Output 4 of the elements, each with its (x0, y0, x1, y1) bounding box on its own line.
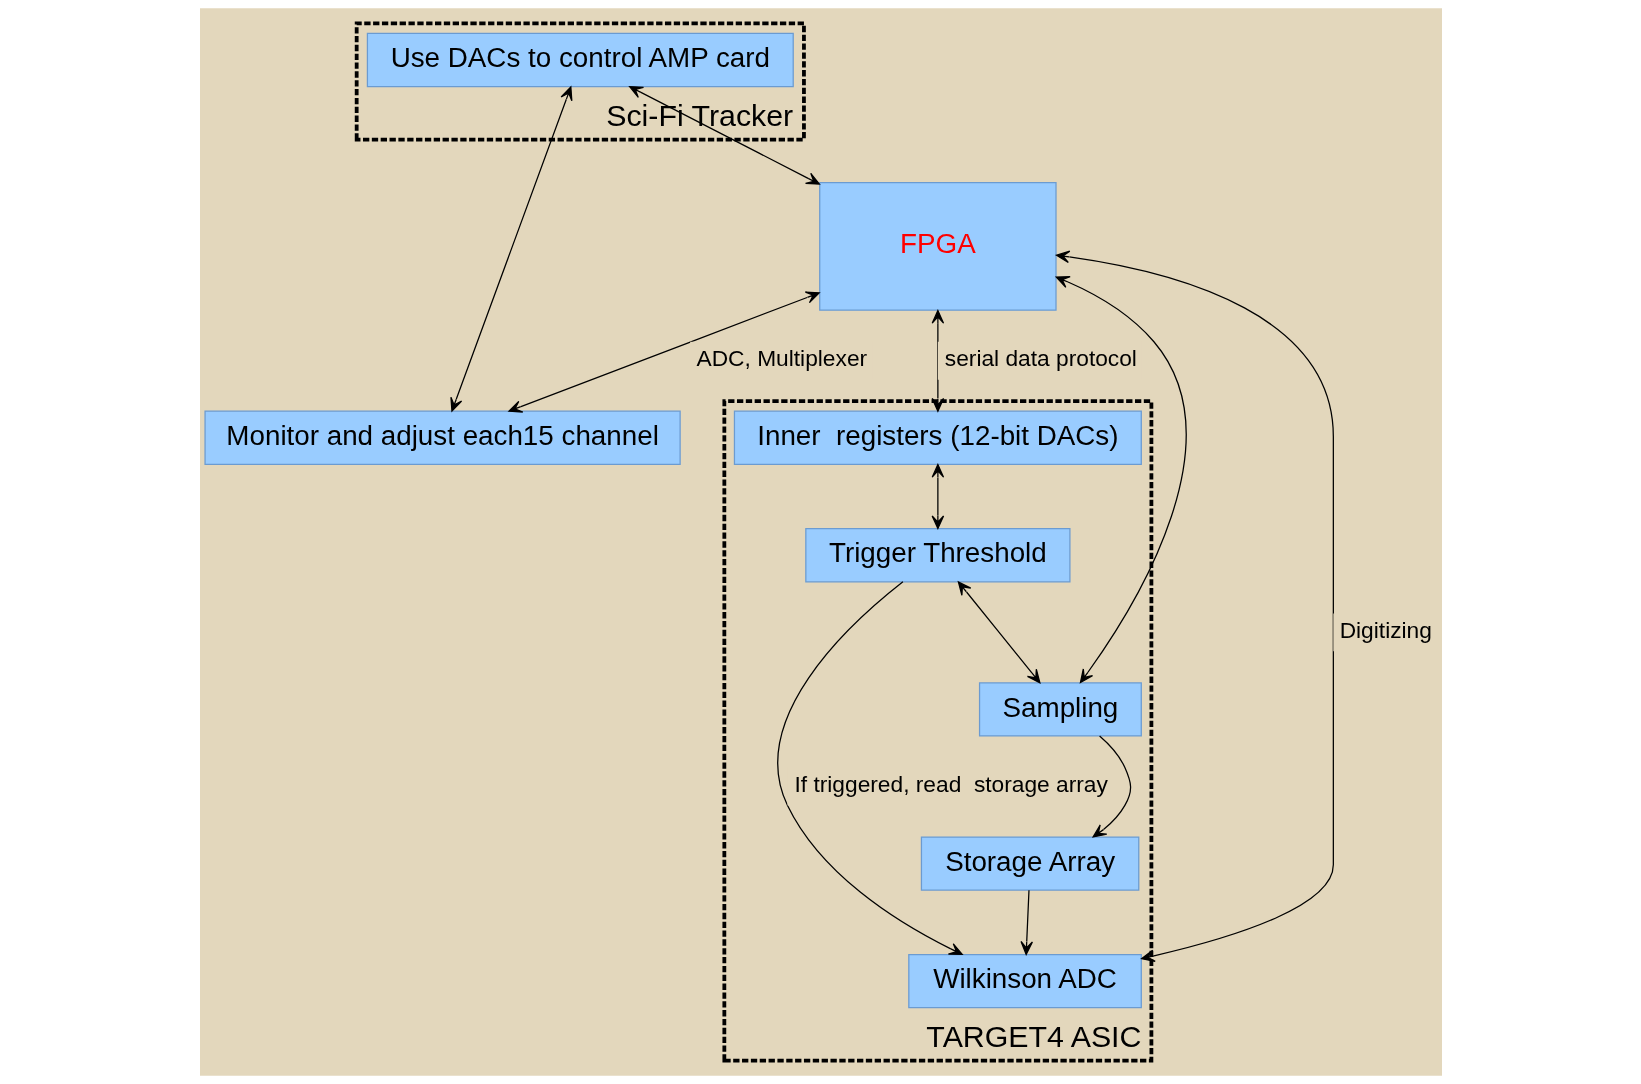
edge-label: If triggered, read storage array (793, 771, 1108, 798)
edge-label: Digitizing (1339, 616, 1432, 643)
edge-label: ADC, Multiplexer (696, 345, 867, 372)
edge-label: serial data protocol (944, 345, 1137, 372)
